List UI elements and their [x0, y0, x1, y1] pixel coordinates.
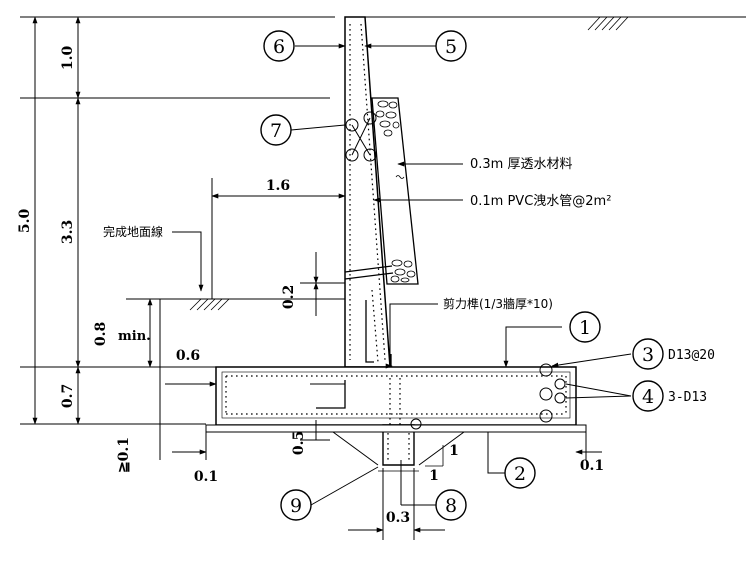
dimension-lines	[32, 16, 602, 540]
callout-1-text: 1	[579, 317, 591, 339]
bar3-label: D13@20	[668, 348, 715, 363]
dim-key-width: 0.3	[386, 510, 410, 526]
ground-lines	[20, 16, 746, 425]
callout-4: 4	[632, 380, 664, 412]
dimension-text: 5.0 1.0 3.3 0.8 min. 0.7 1.6 0.2 0.6 0.5…	[17, 46, 604, 526]
dim-toe-offset: 0.6	[176, 348, 200, 364]
callout-9-text: 9	[290, 495, 302, 517]
dim-lean-thickness: ≧0.1	[116, 437, 132, 473]
callout-3-text: 3	[642, 344, 654, 366]
shear-key-label: 剪力榫(1/3牆厚*10)	[443, 296, 553, 311]
bar4-label: 3-D13	[668, 390, 707, 405]
callout-5: 5	[435, 30, 467, 62]
callout-2: 2	[504, 457, 536, 489]
gravel-bottom	[390, 259, 416, 283]
lean-concrete	[205, 424, 587, 433]
dim-key-slope-h: 1	[429, 468, 439, 484]
pvc-drain-label: 0.1m PVC洩水管@2m²	[470, 194, 611, 209]
corner-bars	[316, 300, 392, 409]
wall-stem	[344, 16, 391, 368]
dim-key-depth: 0.5	[291, 431, 307, 455]
key-slope	[332, 431, 465, 472]
callout-4-text: 4	[642, 386, 654, 408]
callout-1: 1	[569, 311, 601, 343]
callout-6: 6	[263, 30, 295, 62]
callout-3: 3	[632, 338, 664, 370]
dim-total-height: 5.0	[17, 209, 33, 234]
dim-drain-height: 0.2	[281, 285, 297, 309]
dim-middle-section: 3.3	[60, 220, 76, 244]
finished-grade-label: 完成地面線	[103, 224, 163, 239]
dim-embed-min: 0.8	[93, 322, 109, 346]
drainage-filter	[371, 97, 419, 285]
leader-lines	[172, 43, 632, 506]
callout-2-text: 2	[514, 463, 526, 485]
dim-lean-left: 0.1	[194, 469, 218, 485]
footing	[215, 366, 577, 456]
callout-7-text: 7	[270, 120, 282, 142]
callout-9: 9	[280, 489, 312, 521]
dim-key-slope-v: 1	[449, 443, 459, 459]
callout-8-text: 8	[445, 495, 457, 517]
callout-6-text: 6	[273, 36, 285, 58]
dim-min-label: min.	[118, 329, 151, 344]
dim-heel-offset: 1.6	[266, 178, 290, 194]
callout-7: 7	[260, 114, 292, 146]
gravel-top	[375, 100, 400, 137]
callout-5-text: 5	[445, 36, 457, 58]
grade-hatch	[189, 298, 230, 311]
rebar-dots	[410, 363, 566, 430]
dim-lean-right: 0.1	[580, 458, 604, 474]
pvc-drain-pipe	[344, 265, 394, 280]
backfill-hatch	[587, 16, 629, 31]
callout-8: 8	[435, 489, 467, 521]
filter-label: 0.3m 厚透水材料	[470, 157, 572, 172]
text-labels: D13@20 3-D13 0.3m 厚透水材料 0.1m PVC洩水管@2m² …	[103, 157, 715, 405]
callout-7-marks	[345, 111, 377, 162]
dim-footing-height: 0.7	[60, 384, 76, 408]
dim-top-section: 1.0	[60, 46, 76, 71]
